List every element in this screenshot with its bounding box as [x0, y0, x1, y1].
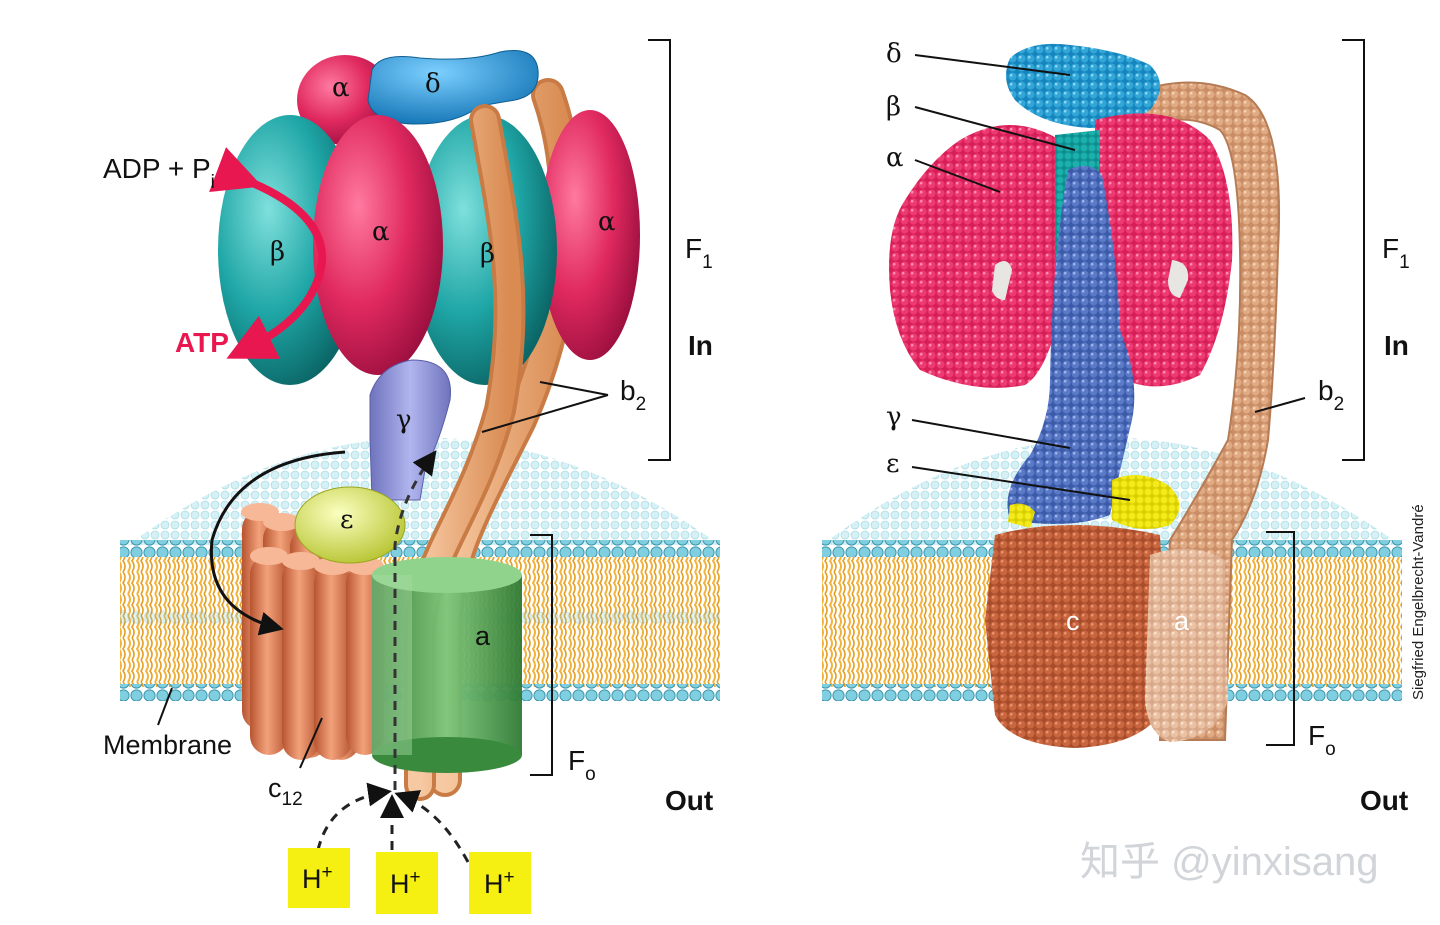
label-f1-right: F1	[1382, 233, 1410, 273]
svg-text:H+: H+	[390, 867, 421, 899]
label-fo-left: Fo	[568, 745, 596, 785]
label-out-right: Out	[1360, 785, 1408, 816]
watermark: 知乎 @yinxisang	[1080, 840, 1378, 884]
b2-spacefill	[1128, 81, 1281, 741]
label-in-right: In	[1384, 330, 1409, 361]
label-epsilon: ε	[340, 505, 353, 535]
a-spacefill	[1145, 548, 1228, 742]
image-credit: Siegfried Engelbrecht-Vandré	[1410, 504, 1427, 700]
proton-box-2: H+	[376, 852, 438, 914]
alpha-subunit-back-right	[540, 110, 640, 360]
label-adp-pi: ADP + Pi	[103, 153, 215, 193]
fo-bracket-right	[1266, 531, 1295, 746]
label-c12: c12	[268, 773, 303, 810]
alpha-spacefill-right	[1095, 113, 1233, 387]
label-in-left: In	[688, 330, 713, 361]
label-alpha-right-panel: α	[886, 143, 904, 173]
delta-spacefill	[1006, 43, 1160, 129]
label-fo-right: Fo	[1308, 720, 1336, 760]
fo-bracket-left	[530, 534, 553, 776]
epsilon-spacefill	[1112, 475, 1180, 529]
label-alpha-top: α	[332, 73, 350, 103]
proton-box-3: H+	[469, 852, 531, 914]
synthesis-arrow	[209, 147, 327, 359]
label-beta-right: β	[480, 239, 495, 269]
label-b2-right: b2	[1318, 375, 1344, 415]
c-ring-spacefill	[985, 525, 1168, 748]
proton-path	[393, 450, 437, 790]
label-membrane: Membrane	[103, 730, 232, 760]
label-b2-left: b2	[620, 375, 646, 415]
label-beta-left: β	[270, 237, 285, 267]
right-panel: δ β α γ ε b2 c a F1 In Fo Out Siegfried …	[822, 39, 1427, 816]
label-delta-right: δ	[886, 39, 902, 69]
a-subunit	[372, 557, 522, 773]
f1-bracket-left	[648, 39, 671, 461]
label-delta: δ	[425, 69, 441, 99]
svg-text:H+: H+	[302, 862, 333, 894]
label-alpha-right: α	[598, 207, 616, 237]
rotation-arrow	[209, 450, 346, 636]
label-gamma-right-panel: γ	[886, 402, 902, 432]
svg-text:H+: H+	[484, 867, 515, 899]
label-beta-right-panel: β	[886, 92, 901, 122]
label-f1-left: F1	[685, 233, 713, 273]
label-atp: ATP	[175, 327, 229, 358]
f1-bracket-right	[1342, 39, 1365, 461]
alpha-spacefill-left	[889, 125, 1065, 388]
delta-subunit	[367, 50, 539, 125]
label-epsilon-right-panel: ε	[886, 449, 899, 479]
label-a-right: a	[1174, 606, 1190, 636]
left-panel: α δ β α β α γ ε a ADP + Pi ATP b2 F1 In …	[103, 39, 720, 914]
label-a-subunit: a	[475, 621, 491, 651]
label-c-right: c	[1066, 606, 1080, 636]
label-alpha-center: α	[372, 217, 390, 247]
proton-box-1: H+	[288, 848, 350, 908]
c12-ring	[241, 503, 384, 760]
epsilon-subunit	[294, 486, 406, 564]
gamma-spacefill	[1007, 166, 1135, 524]
label-gamma: γ	[396, 405, 412, 435]
alpha-subunit-front	[313, 115, 443, 375]
label-out-left: Out	[665, 785, 713, 816]
